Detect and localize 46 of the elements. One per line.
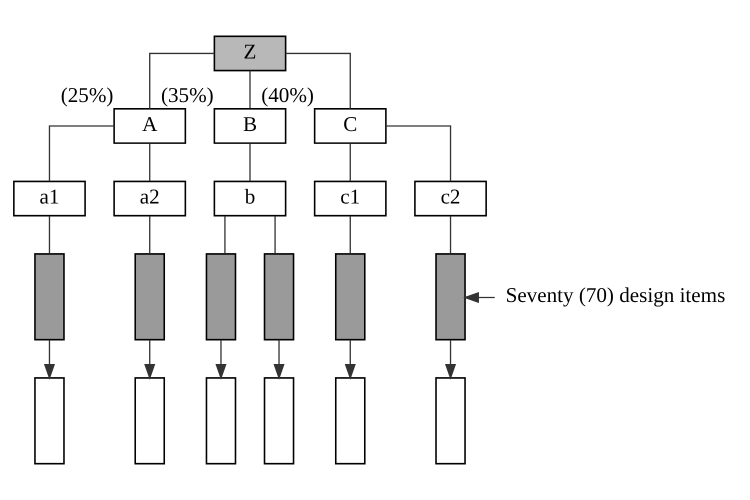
arrow: [344, 340, 356, 380]
node-box: A: [113, 108, 186, 144]
node-box: a2: [113, 180, 186, 216]
arrow: [463, 292, 495, 304]
node-bar: [206, 377, 236, 465]
node-text: Seventy (70) design items: [506, 282, 726, 307]
arrow: [444, 340, 456, 380]
node-box: b: [214, 180, 286, 216]
connector: [350, 143, 351, 181]
node-bar: [134, 253, 166, 340]
connector: [224, 216, 226, 254]
connector: [149, 52, 214, 109]
node-bar: [34, 377, 65, 465]
node-box: c1: [314, 180, 387, 216]
connector: [48, 216, 50, 254]
connector: [286, 52, 351, 109]
connector: [386, 125, 452, 182]
connector: [450, 216, 452, 254]
node-bar: [264, 253, 294, 340]
node-box: c2: [414, 180, 487, 216]
connector: [249, 143, 251, 181]
arrow: [44, 340, 56, 380]
node-box: B: [214, 108, 286, 144]
node-box: Z: [214, 35, 286, 72]
arrow: [144, 340, 156, 380]
node-bar: [206, 253, 236, 340]
node-bar: [34, 253, 65, 340]
node-bar: [435, 377, 466, 465]
node-box: C: [314, 108, 387, 144]
node-bar: [134, 377, 166, 465]
connector: [149, 143, 150, 181]
node-box: a1: [13, 180, 86, 216]
connector: [249, 70, 251, 108]
node-bar: [334, 377, 366, 465]
node-bar: [435, 253, 466, 340]
arrow: [215, 340, 227, 380]
arrow: [273, 340, 285, 380]
node-bar: [264, 377, 294, 465]
node-label: (40%): [261, 82, 314, 107]
node-bar: [334, 253, 366, 340]
connector: [149, 216, 150, 254]
node-label: (35%): [160, 82, 214, 107]
connector: [48, 125, 114, 182]
node-label: (25%): [60, 82, 114, 107]
connector: [274, 216, 276, 254]
connector: [350, 216, 351, 254]
